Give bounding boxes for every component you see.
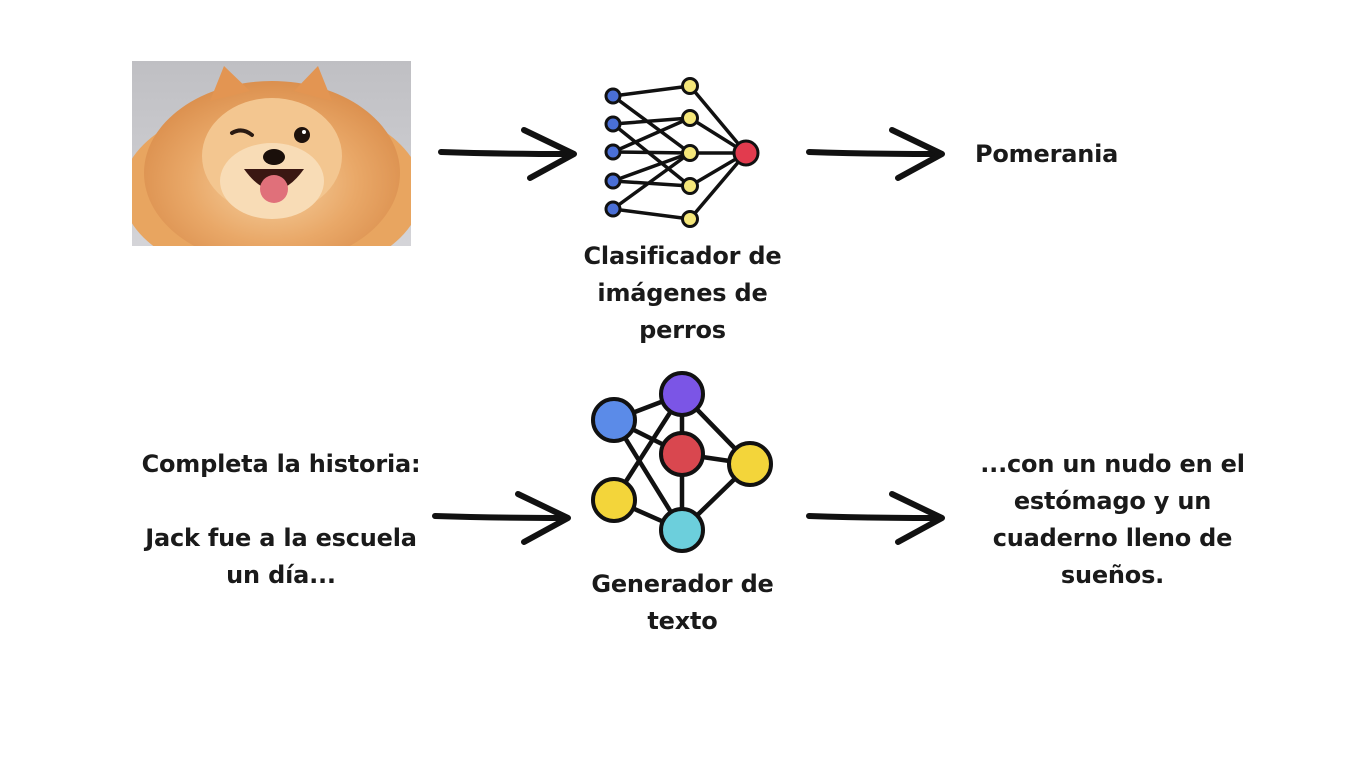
arrow-right-icon [806,491,945,545]
classifier-output: Pomerania [975,140,1119,168]
story-prompt-text: Jack fue a la escuela un día... [145,524,417,589]
pomeranian-photo [132,61,411,246]
image-classifier-network-icon [604,77,760,228]
story-prompt-instruction: Completa la historia: [141,450,421,478]
text-generator-network-icon [591,371,773,553]
arrow-right-icon [438,127,577,181]
classifier-label: Clasificador de imágenes de perros [583,242,782,344]
arrow-right-icon [432,491,571,545]
generator-label: Generador de texto [591,570,774,635]
generated-text-output: ...con un nudo en el estómago y un cuade… [980,450,1245,589]
arrow-right-icon [806,127,945,181]
